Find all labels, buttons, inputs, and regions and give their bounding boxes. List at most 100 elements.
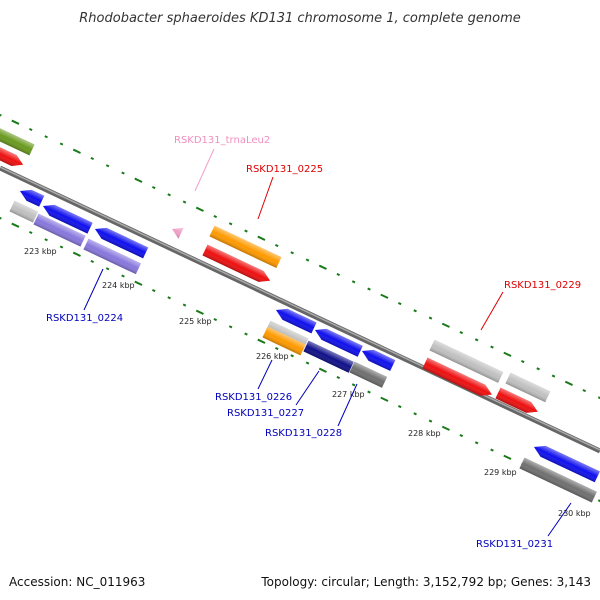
gc-dot bbox=[336, 273, 341, 277]
reverse-cds[interactable] bbox=[202, 244, 272, 287]
trna-feature[interactable] bbox=[169, 224, 184, 239]
gc-dot bbox=[72, 251, 81, 257]
gc-dot bbox=[195, 309, 204, 315]
gc-dot bbox=[351, 280, 356, 284]
gc-dot bbox=[228, 222, 233, 226]
forward-cds[interactable] bbox=[359, 346, 396, 371]
gc-dot bbox=[274, 346, 279, 351]
forward-cds[interactable] bbox=[312, 325, 363, 357]
gene-label-0231[interactable]: RSKD131_0231 bbox=[476, 539, 553, 550]
grey-feature[interactable] bbox=[505, 372, 551, 403]
gc-dot bbox=[413, 412, 417, 416]
gc-dot bbox=[351, 383, 356, 387]
gc-dot bbox=[459, 434, 464, 438]
gc-dot bbox=[151, 185, 156, 190]
gc-dot bbox=[367, 287, 371, 291]
gc-dot bbox=[551, 374, 556, 378]
gc-dot bbox=[151, 288, 156, 293]
olive-feature[interactable] bbox=[0, 126, 35, 156]
gc-dot bbox=[380, 396, 389, 402]
gc-dot bbox=[318, 264, 327, 270]
gc-dot bbox=[228, 325, 233, 329]
reverse-cds[interactable] bbox=[422, 357, 494, 400]
gc-dot bbox=[44, 135, 48, 139]
gc-dot bbox=[428, 419, 433, 423]
forward-cds[interactable] bbox=[92, 224, 149, 259]
topology-text: Topology: circular; Length: 3,152,792 bp… bbox=[260, 575, 591, 589]
gc-dot bbox=[474, 338, 479, 342]
gene-label-0227[interactable]: RSKD131_0227 bbox=[227, 408, 304, 419]
orange-feature[interactable] bbox=[209, 225, 282, 268]
gene-label-0224[interactable]: RSKD131_0224 bbox=[46, 313, 123, 324]
dark-grey-feature[interactable] bbox=[519, 457, 597, 503]
gc-dot bbox=[28, 230, 33, 235]
gc-dot bbox=[536, 367, 540, 371]
gene-label-0225[interactable]: RSKD131_0225 bbox=[246, 164, 323, 175]
lavender-feature[interactable] bbox=[33, 213, 86, 247]
gc-dot bbox=[121, 171, 125, 175]
gc-dot bbox=[44, 238, 48, 242]
gene-label-0228[interactable]: RSKD131_0228 bbox=[265, 428, 342, 439]
gc-dot bbox=[397, 302, 402, 306]
gc-dot bbox=[182, 200, 187, 204]
orange-feature[interactable] bbox=[262, 326, 306, 356]
gc-dot bbox=[213, 214, 218, 219]
dark-grey-feature[interactable] bbox=[349, 361, 388, 388]
gc-dot bbox=[105, 164, 110, 168]
gc-dot bbox=[257, 338, 266, 344]
tick-label: 225 kbp bbox=[179, 317, 212, 326]
gc-dot bbox=[441, 425, 450, 431]
gc-dot bbox=[520, 360, 525, 364]
gc-dot bbox=[290, 251, 294, 255]
gc-dot bbox=[90, 259, 95, 264]
gc-dot bbox=[244, 332, 248, 336]
tick-label: 224 kbp bbox=[102, 281, 135, 290]
tick-label: 226 kbp bbox=[256, 352, 289, 361]
gene-label-trnaleu2[interactable]: RSKD131_trnaLeu2 bbox=[174, 135, 270, 146]
gc-dot bbox=[413, 309, 417, 313]
gc-dot bbox=[318, 367, 327, 373]
forward-cds[interactable] bbox=[531, 442, 600, 483]
gc-dot bbox=[367, 390, 371, 394]
gc-dot bbox=[59, 245, 64, 249]
gene-labels: RSKD131_trnaLeu2 RSKD131_0225 RSKD131_02… bbox=[46, 135, 581, 550]
tick-labels: 223 kbp 224 kbp 225 kbp 226 kbp 227 kbp … bbox=[24, 247, 591, 518]
gc-dot bbox=[167, 193, 171, 197]
gc-dot bbox=[336, 376, 341, 380]
gc-dot bbox=[490, 448, 494, 452]
gc-dot bbox=[182, 303, 187, 307]
gc-dot bbox=[59, 142, 64, 146]
reverse-cds[interactable] bbox=[495, 387, 540, 418]
navy-feature[interactable] bbox=[303, 340, 354, 373]
gene-label-0229[interactable]: RSKD131_0229 bbox=[504, 280, 581, 291]
gc-dot bbox=[564, 380, 573, 386]
gc-dot bbox=[257, 235, 266, 241]
lavender-feature[interactable] bbox=[83, 238, 142, 275]
gene-label-0226[interactable]: RSKD131_0226 bbox=[215, 392, 292, 403]
reverse-cds[interactable] bbox=[0, 146, 26, 171]
gc-dot bbox=[11, 222, 20, 228]
gc-dot bbox=[134, 280, 143, 286]
gene-features bbox=[0, 126, 600, 503]
gc-dot bbox=[11, 119, 20, 125]
gc-dot bbox=[121, 274, 125, 278]
forward-cds[interactable] bbox=[273, 305, 317, 334]
gc-dot bbox=[290, 354, 294, 358]
gc-dot bbox=[428, 316, 433, 320]
forward-cds[interactable] bbox=[17, 186, 45, 207]
grey-feature[interactable] bbox=[9, 200, 39, 223]
gc-dot bbox=[72, 148, 81, 154]
gc-dot bbox=[503, 351, 512, 357]
gc-dot bbox=[105, 267, 110, 271]
tick-label: 227 kbp bbox=[332, 390, 365, 399]
gc-dot bbox=[167, 296, 171, 300]
forward-cds[interactable] bbox=[40, 201, 93, 234]
gc-dot bbox=[459, 331, 464, 335]
tick-label: 230 kbp bbox=[558, 509, 591, 518]
accession-text: Accession: NC_011963 bbox=[9, 575, 145, 589]
gc-dot bbox=[582, 389, 587, 393]
gc-dot bbox=[397, 405, 402, 409]
grey-feature[interactable] bbox=[429, 339, 504, 383]
tick-label: 229 kbp bbox=[484, 468, 517, 477]
